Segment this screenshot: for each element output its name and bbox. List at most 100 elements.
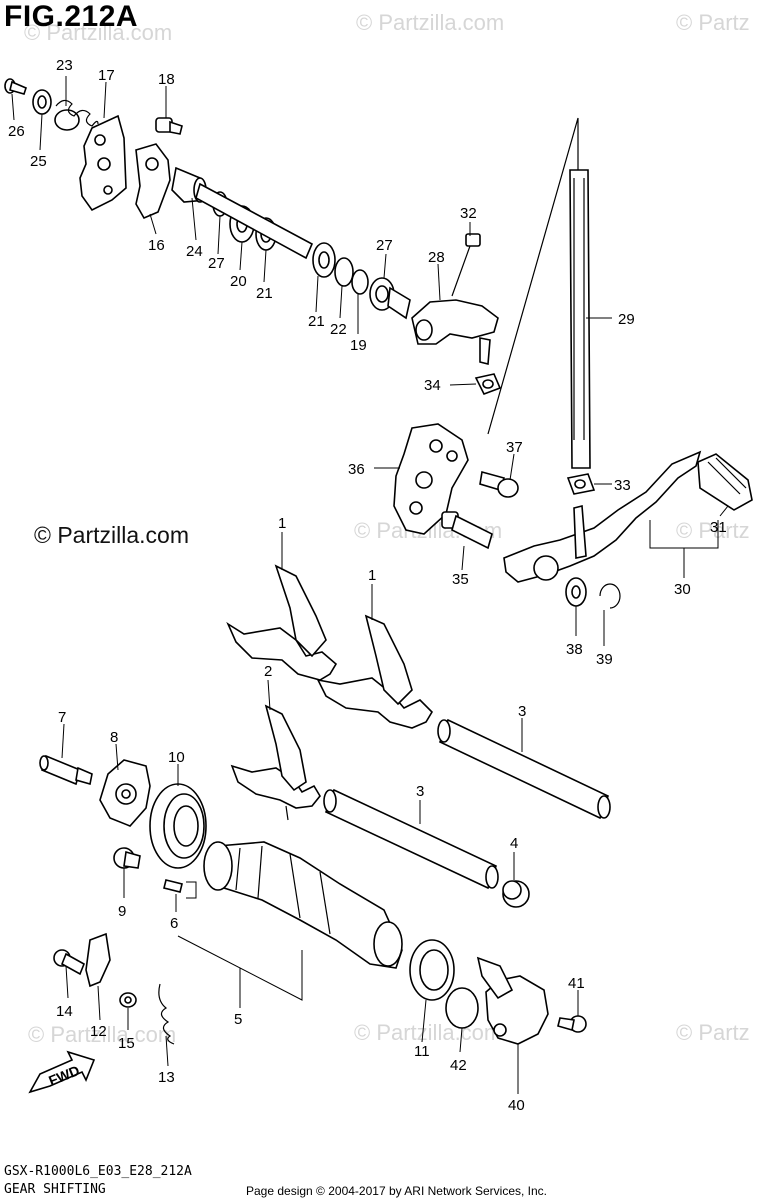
part-1-shift-fork: [226, 564, 338, 681]
watermark: © Partz: [676, 518, 750, 543]
callout-27b: 27: [376, 237, 393, 254]
part-32-bolt: [451, 233, 481, 297]
callout-25: 25: [30, 153, 47, 170]
part-1-shift-fork-2: [316, 614, 434, 729]
callout-33: 33: [614, 477, 631, 494]
part-2-shift-fork: [230, 704, 321, 821]
part-13-spring: [158, 983, 175, 1045]
callout-36: 36: [348, 461, 365, 478]
part-22-washer: [334, 257, 354, 287]
callout-23: 23: [56, 57, 73, 74]
callout-18: 18: [158, 71, 175, 88]
callout-35: 35: [452, 571, 469, 588]
part-26-bolt: [4, 78, 27, 95]
callout-28: 28: [428, 249, 445, 266]
part-36-bracket: [393, 423, 469, 535]
figure-title: FIG.212A: [4, 0, 139, 33]
callout-16: 16: [148, 237, 165, 254]
part-18-bolt: [155, 117, 183, 135]
part-41-bolt: [557, 1015, 587, 1033]
part-6-pin: [163, 879, 183, 893]
callout-7: 7: [58, 709, 66, 726]
figure-code: GSX-R1000L6_E03_E28_212A: [4, 1164, 192, 1179]
callout-1a: 1: [278, 515, 286, 532]
part-28-gearshift-arm: [411, 299, 499, 366]
part-8-shift-cam: [99, 759, 151, 827]
callout-17: 17: [98, 67, 115, 84]
part-31-foot-peg: [697, 453, 753, 511]
callout-31: 31: [710, 519, 727, 536]
callout-12: 12: [90, 1023, 107, 1040]
part-21-oil-seal-2: [312, 242, 336, 278]
part-11-bearing: [409, 939, 455, 1001]
section-title: GEAR SHIFTING: [4, 1182, 106, 1197]
callout-37: 37: [506, 439, 523, 456]
watermark: © Partzilla.com: [24, 20, 173, 45]
callout-19: 19: [350, 337, 367, 354]
watermark: © Partz: [676, 10, 750, 35]
credit-line: Page design © 2004-2017 by ARI Network S…: [246, 1184, 548, 1198]
part-10-bearing: [149, 783, 207, 869]
callout-4: 4: [510, 835, 518, 852]
callout-3b: 3: [416, 783, 424, 800]
callout-1b: 1: [368, 567, 376, 584]
part-30-gearshift-lever: [503, 450, 702, 583]
callout-42: 42: [450, 1057, 467, 1074]
callout-22: 22: [330, 321, 347, 338]
callout-30: 30: [674, 581, 691, 598]
callout-13: 13: [158, 1069, 175, 1086]
part-4-cap: [502, 880, 530, 908]
callout-32: 32: [460, 205, 477, 222]
part-40-gear-position-sensor: [476, 956, 549, 1045]
part-34-nut: [474, 373, 502, 396]
callout-11: 11: [414, 1043, 430, 1060]
callout-leaders: [11, 76, 729, 1094]
callout-6: 6: [170, 915, 178, 932]
watermark-dark: © Partzilla.com: [34, 522, 189, 548]
callout-29: 29: [618, 311, 635, 328]
part-5-gearshift-cam: [203, 841, 403, 969]
part-7-pin: [39, 754, 93, 786]
callout-41: 41: [568, 975, 585, 992]
part-3-fork-shaft-2: [323, 788, 499, 890]
part-23-spring: [54, 99, 99, 131]
part-15-washer: [119, 992, 137, 1008]
part-42-o-ring: [445, 987, 479, 1029]
watermark: © Partzilla.com: [356, 10, 505, 35]
callout-21b: 21: [308, 313, 325, 330]
callout-2: 2: [264, 663, 272, 680]
callout-3a: 3: [518, 703, 526, 720]
callout-39: 39: [596, 651, 613, 668]
part-16-shift-arm: [135, 143, 171, 220]
rod-leader: [487, 117, 579, 435]
callout-9: 9: [118, 903, 126, 920]
fwd-label: FWD: [46, 1062, 82, 1089]
shaft-spline: [387, 286, 411, 320]
part-29-shift-rod: [569, 169, 591, 469]
part-27-washer-2: [351, 269, 369, 295]
part-9-screw: [113, 847, 141, 869]
part-17-stopper-plate: [79, 114, 127, 212]
callout-numbers: 26 25 23 17 18 16 24 27 20 21 21 22 19 2…: [8, 57, 727, 1114]
callout-24: 24: [186, 243, 203, 260]
watermark: © Partz: [676, 1020, 750, 1045]
callout-14: 14: [56, 1003, 73, 1020]
part-33-nut: [566, 473, 596, 495]
callout-26: 26: [8, 123, 25, 140]
callout-10: 10: [168, 749, 185, 766]
callout-8: 8: [110, 729, 118, 746]
fwd-arrow-icon: FWD: [28, 1050, 96, 1094]
part-37-bolt: [479, 470, 519, 498]
part-35-bolt: [441, 511, 493, 550]
callout-34: 34: [424, 377, 441, 394]
part-14-bolt: [53, 949, 86, 976]
callout-5: 5: [234, 1011, 242, 1028]
part-3-fork-shaft: [437, 718, 611, 820]
watermark: © Partzilla.com: [354, 1020, 503, 1045]
part-38-washer: [565, 577, 587, 607]
callout-27a: 27: [208, 255, 225, 272]
callout-21a: 21: [256, 285, 273, 302]
part-39-circlip: [599, 583, 621, 609]
